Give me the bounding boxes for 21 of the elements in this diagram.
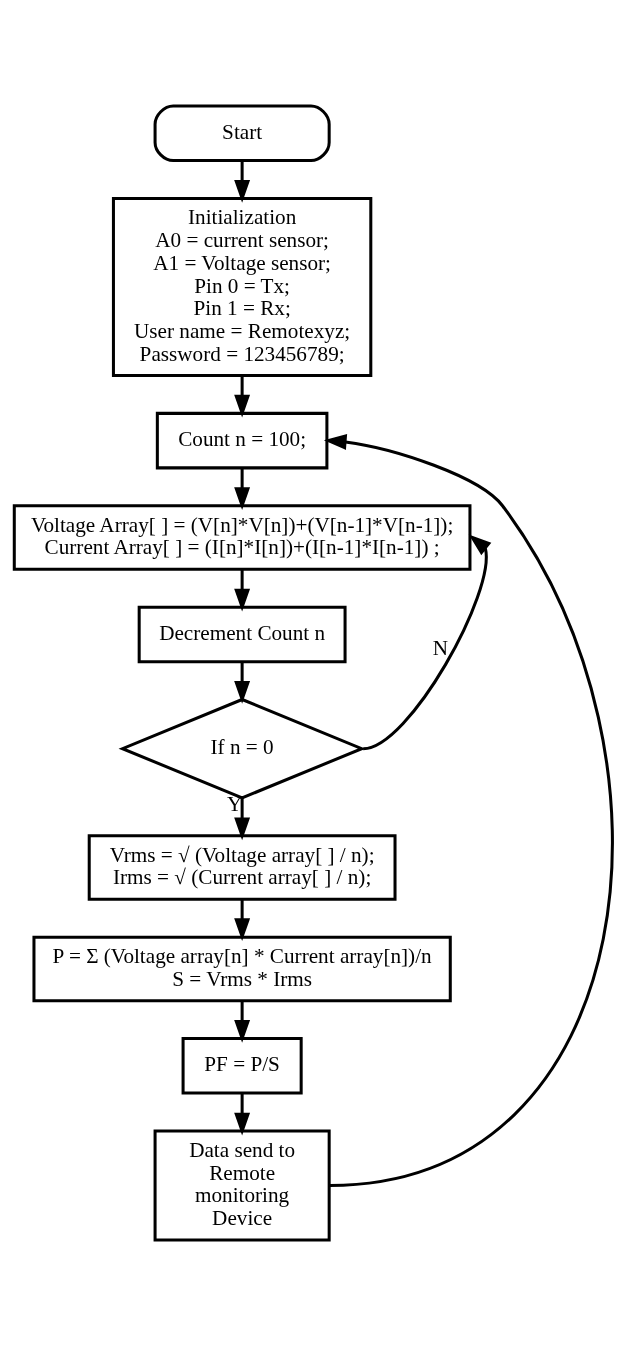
node-box: Start <box>153 104 331 163</box>
node-box: Vrms = √ (Voltage array[ ] / n); Irms = √ (Current array[ ] / n); <box>87 834 397 901</box>
arrow <box>234 1093 251 1136</box>
arrow <box>234 468 251 510</box>
node-box: P = Σ (Voltage array[n] * Current array[n])/n S = Vrms * Irms <box>32 935 452 1003</box>
arrow <box>362 534 492 751</box>
node-box: PF = P/S <box>181 1037 303 1095</box>
node-box: Data send to Remote monitoring Device <box>153 1129 331 1242</box>
arrow <box>323 434 614 1187</box>
arrow <box>234 798 251 841</box>
arrow <box>234 569 251 612</box>
arrow <box>234 375 251 418</box>
node-box: Initialization A0 = current sensor; A1 = Voltage sensor; Pin 0 = Tx; Pin 1 = Rx; User name = Remotexyz; Password = 123456789; <box>111 196 373 378</box>
arrow <box>234 1001 251 1043</box>
arrow <box>234 661 251 704</box>
node-box: Decrement Count n <box>137 605 347 664</box>
node-box: Voltage Array[ ] = (V[n]*V[n])+(V[n-1]*V[n-1]); Current Array[ ] = (I[n]*I[n])+(I[n-1]*I[n-1]) ; <box>12 504 472 571</box>
arrow <box>234 899 251 942</box>
node-box: Count n = 100; <box>155 411 329 470</box>
arrow <box>234 161 251 203</box>
edge-label: N <box>432 635 449 660</box>
